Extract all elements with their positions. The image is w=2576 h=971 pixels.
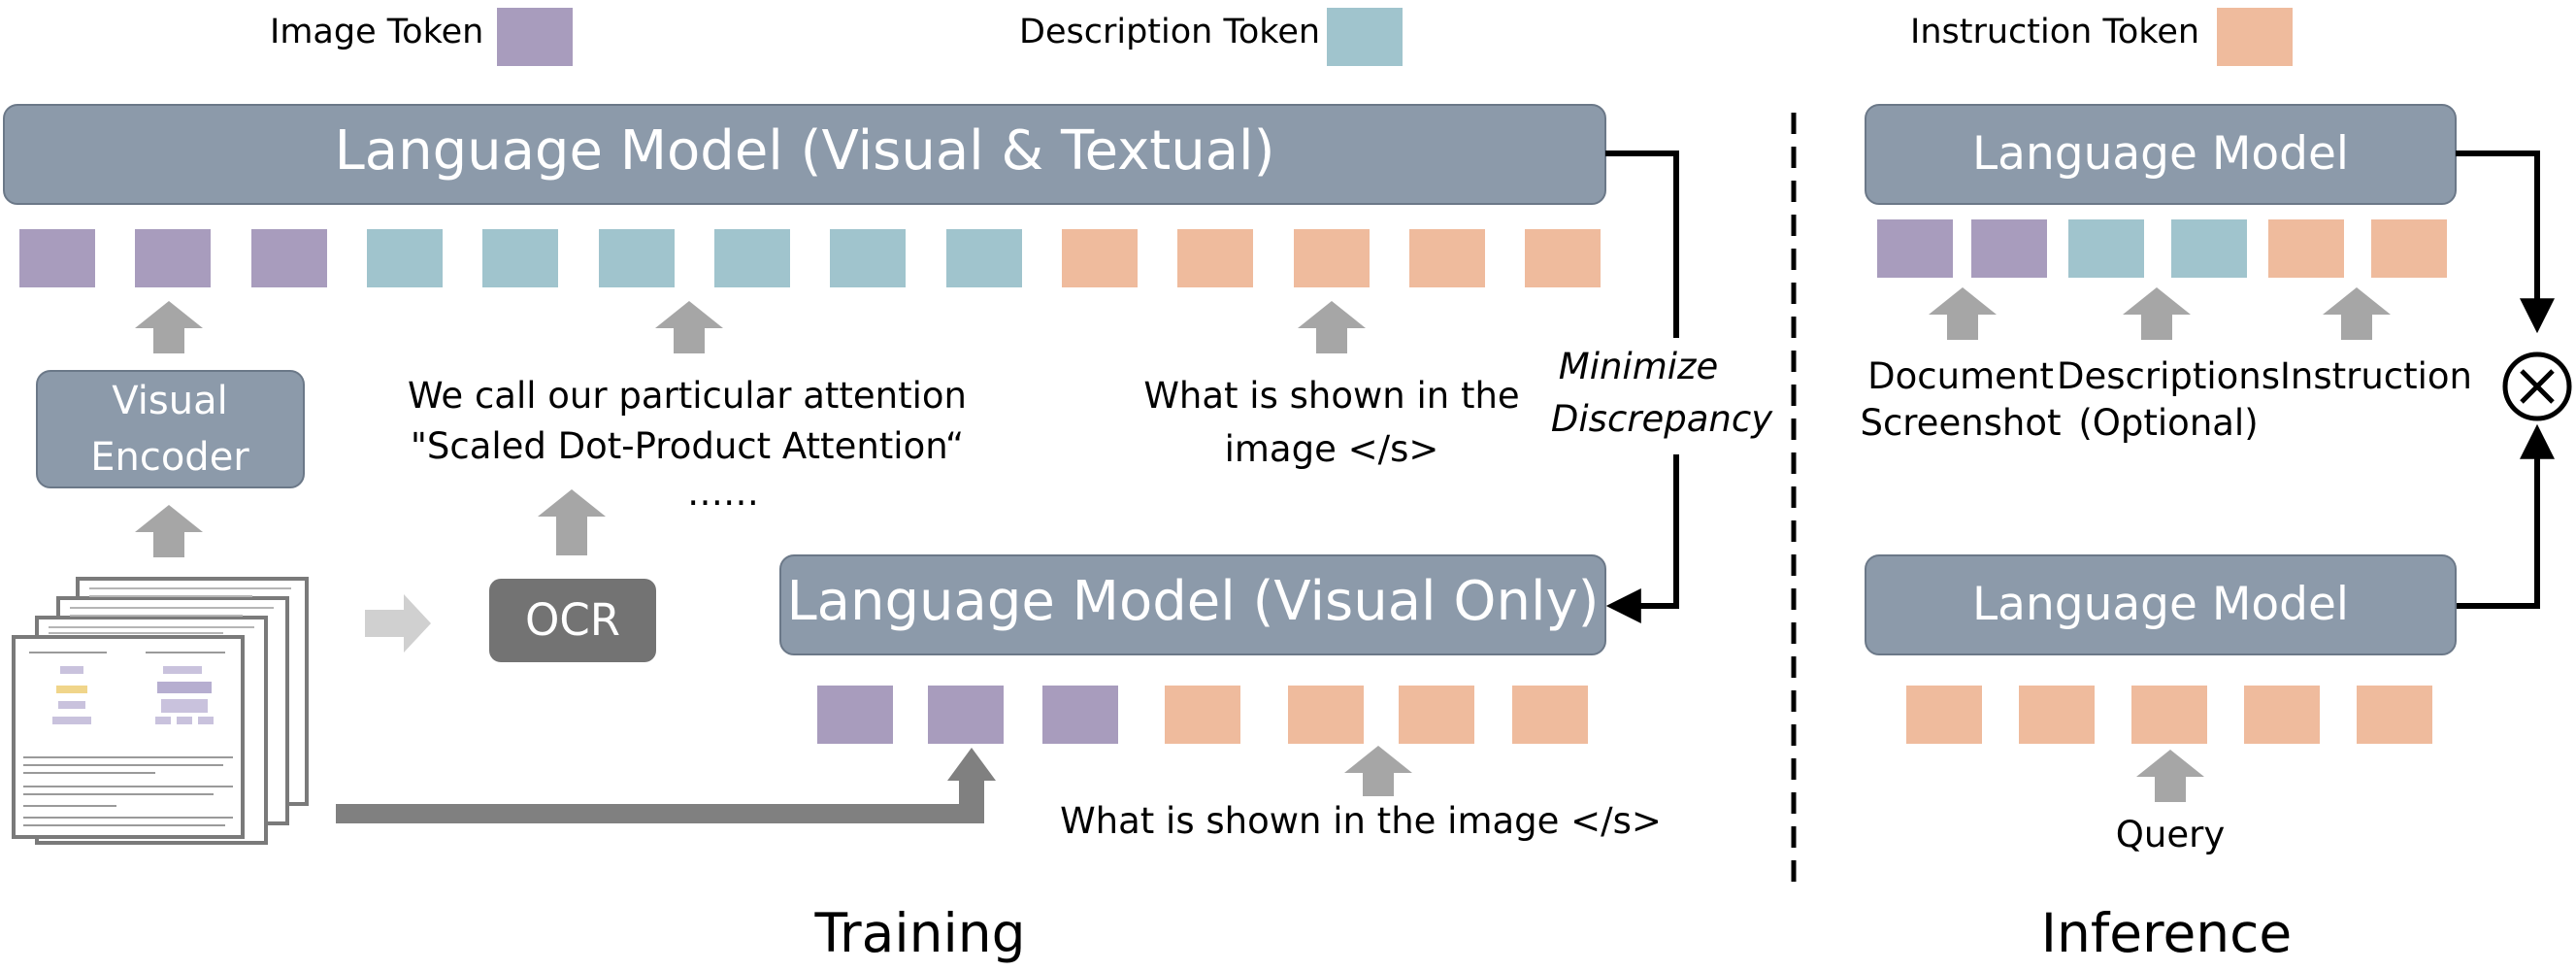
training-bottom-model-label: Language Model (Visual Only): [786, 570, 1599, 633]
instruction-token: [2244, 686, 2320, 744]
up-arrow-icon: [1298, 301, 1366, 353]
descriptions-line2: (Optional): [2078, 402, 2258, 444]
doc-screenshot-line1: Document: [1867, 355, 2054, 397]
training-top-model: Language Model (Visual & Textual): [3, 104, 1606, 205]
docs-to-bottom-model-arrow: [336, 748, 996, 823]
image-token: [817, 686, 893, 744]
training-section-title: Training: [813, 902, 1025, 964]
instruction-token: [1165, 686, 1240, 744]
training-prompt-line2: image </s>: [1225, 428, 1439, 470]
description-token: [599, 229, 675, 287]
image-token: [1877, 219, 1953, 278]
minimize-line1: Minimize: [1559, 346, 1718, 387]
ocr-ellipsis: ……: [687, 472, 759, 514]
training-top-model-label: Language Model (Visual & Textual): [335, 119, 1275, 183]
minimize-discrepancy-connector: Minimize Discrepancy: [1551, 151, 1773, 623]
description-token: [367, 229, 443, 287]
description-token: [2068, 219, 2144, 278]
up-arrow-icon: [655, 301, 723, 353]
gray-up-arrows-top: [135, 301, 1366, 557]
image-token: [1971, 219, 2047, 278]
up-arrow-icon: [135, 505, 203, 557]
query-label: Query: [2116, 814, 2225, 855]
description-token: [714, 229, 790, 287]
image-token: [19, 229, 95, 287]
instruction-token: [1906, 686, 1982, 744]
image-token: [928, 686, 1004, 744]
legend-image-token-swatch: [497, 8, 573, 66]
legend-description-token-swatch: [1327, 8, 1403, 66]
instruction-token: [1409, 229, 1485, 287]
training-token-row: [19, 229, 1601, 287]
ocr-box: OCR: [489, 579, 656, 662]
training-bottom-prompt: What is shown in the image </s>: [1060, 800, 1662, 842]
legend-instruction-token-label: Instruction Token: [1910, 13, 2199, 51]
legend: Image Token Description Token Instructio…: [270, 8, 2293, 66]
description-token: [482, 229, 558, 287]
image-token: [1042, 686, 1118, 744]
inference-query-token-row: [1906, 686, 2432, 744]
right-arrow-icon: [365, 594, 431, 653]
instruction-token: [1288, 686, 1364, 744]
training-bottom-token-row: [817, 686, 1588, 744]
image-token: [135, 229, 211, 287]
visual-encoder: Visual Encoder: [36, 370, 305, 488]
description-token: [830, 229, 906, 287]
legend-instruction-token-swatch: [2217, 8, 2293, 66]
training-bottom-model: Language Model (Visual Only): [779, 554, 1606, 655]
instruction-token: [2019, 686, 2095, 744]
document-page-stack-icon: [12, 577, 309, 845]
description-token: [946, 229, 1022, 287]
instruction-token: [1062, 229, 1138, 287]
instruction-token: [1512, 686, 1588, 744]
instruction-token: [1294, 229, 1370, 287]
ocr-text-line2: "Scaled Dot-Product Attention“: [411, 425, 964, 467]
inference-top-model: Language Model: [1865, 104, 2457, 205]
minimize-line2: Discrepancy: [1551, 398, 1773, 440]
up-arrow-icon: [135, 301, 203, 353]
descriptions-line1: Descriptions: [2057, 355, 2280, 397]
doc-screenshot-line2: Screenshot: [1860, 402, 2061, 444]
inference-top-model-label: Language Model: [1972, 127, 2349, 181]
inference-section-title: Inference: [2041, 902, 2292, 964]
instruction-token: [2131, 686, 2207, 744]
ocr-label: OCR: [525, 594, 620, 646]
legend-description-token-label: Description Token: [1019, 13, 1320, 51]
visual-encoder-line2: Encoder: [90, 435, 249, 480]
instruction-token: [1525, 229, 1601, 287]
training-prompt-line1: What is shown in the: [1143, 375, 1519, 417]
instruction-token: [2357, 686, 2432, 744]
instruction-token: [2268, 219, 2344, 278]
instruction-token: [2371, 219, 2447, 278]
up-arrow-icon: [1929, 287, 1997, 340]
circled-times-icon: [2502, 352, 2572, 421]
up-arrow-icon: [2136, 750, 2204, 802]
up-arrow-icon: [1344, 746, 1412, 796]
inference-bottom-model-label: Language Model: [1972, 578, 2349, 631]
up-arrow-icon: [538, 489, 606, 555]
instruction-token: [1399, 686, 1474, 744]
inference-connectors: [2456, 151, 2555, 609]
up-arrow-icon: [2123, 287, 2191, 340]
inference-bottom-model: Language Model: [1865, 554, 2457, 655]
inference-token-row: [1877, 219, 2447, 278]
up-arrow-icon: [2323, 287, 2391, 340]
instruction-label: Instruction: [2280, 355, 2472, 397]
ocr-text-line1: We call our particular attention: [408, 375, 967, 417]
description-token: [2171, 219, 2247, 278]
gray-up-arrows-inference: [1929, 287, 2391, 802]
instruction-token: [1177, 229, 1253, 287]
legend-image-token-label: Image Token: [270, 13, 483, 51]
image-token: [251, 229, 327, 287]
visual-encoder-line1: Visual: [112, 379, 227, 423]
